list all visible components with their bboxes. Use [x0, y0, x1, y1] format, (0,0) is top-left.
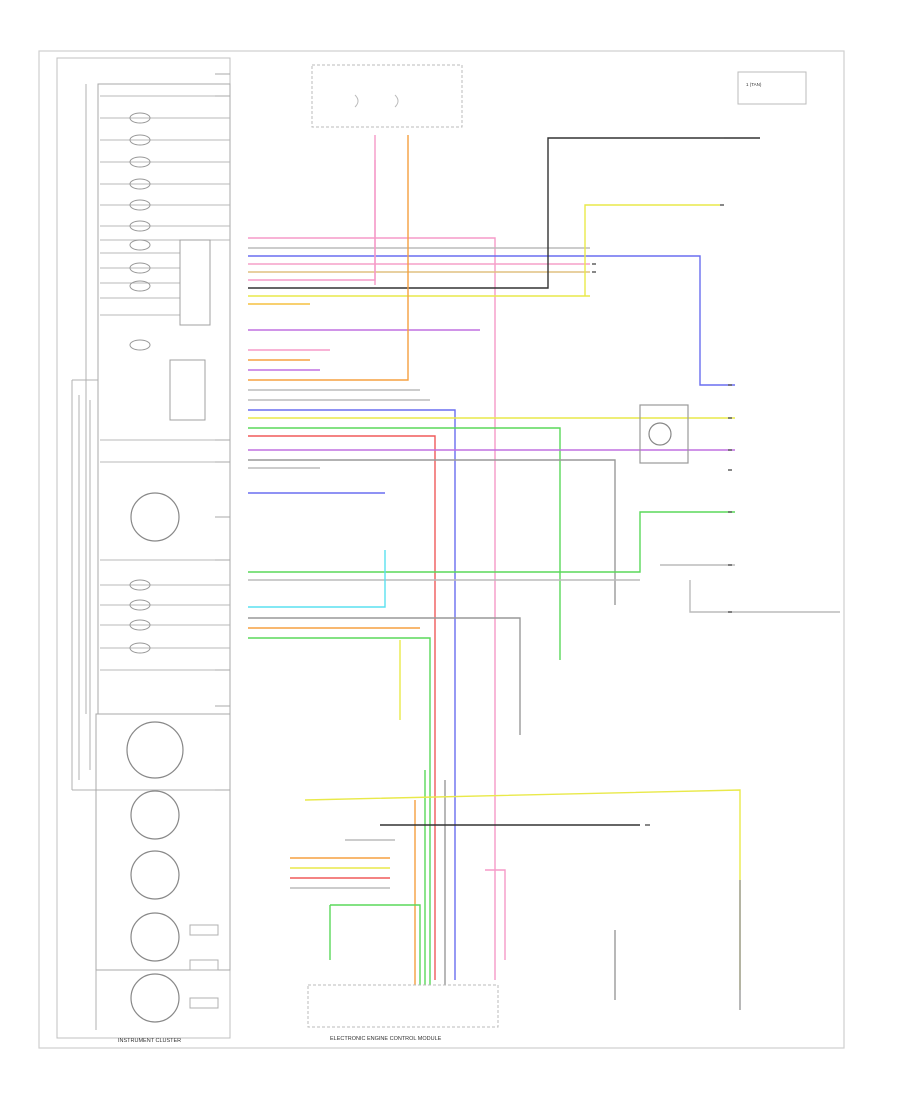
fuse-block — [311, 64, 463, 128]
sensor-module — [639, 404, 689, 464]
legend-box — [737, 71, 807, 105]
instrument-cluster — [56, 57, 231, 1039]
harness-wires — [248, 135, 840, 1010]
cluster-label: INSTRUMENT CLUSTER — [118, 1038, 181, 1044]
legend-ref: 1 (TAN) — [746, 82, 762, 87]
bottom-caption: ELECTRONIC ENGINE CONTROL MODULE — [330, 1036, 442, 1042]
sensor-rotor — [648, 422, 672, 446]
outer-border — [38, 50, 845, 1049]
ecm-connector — [307, 984, 499, 1028]
cluster-pin-ticks — [215, 73, 230, 791]
connector-ticks — [592, 137, 732, 826]
